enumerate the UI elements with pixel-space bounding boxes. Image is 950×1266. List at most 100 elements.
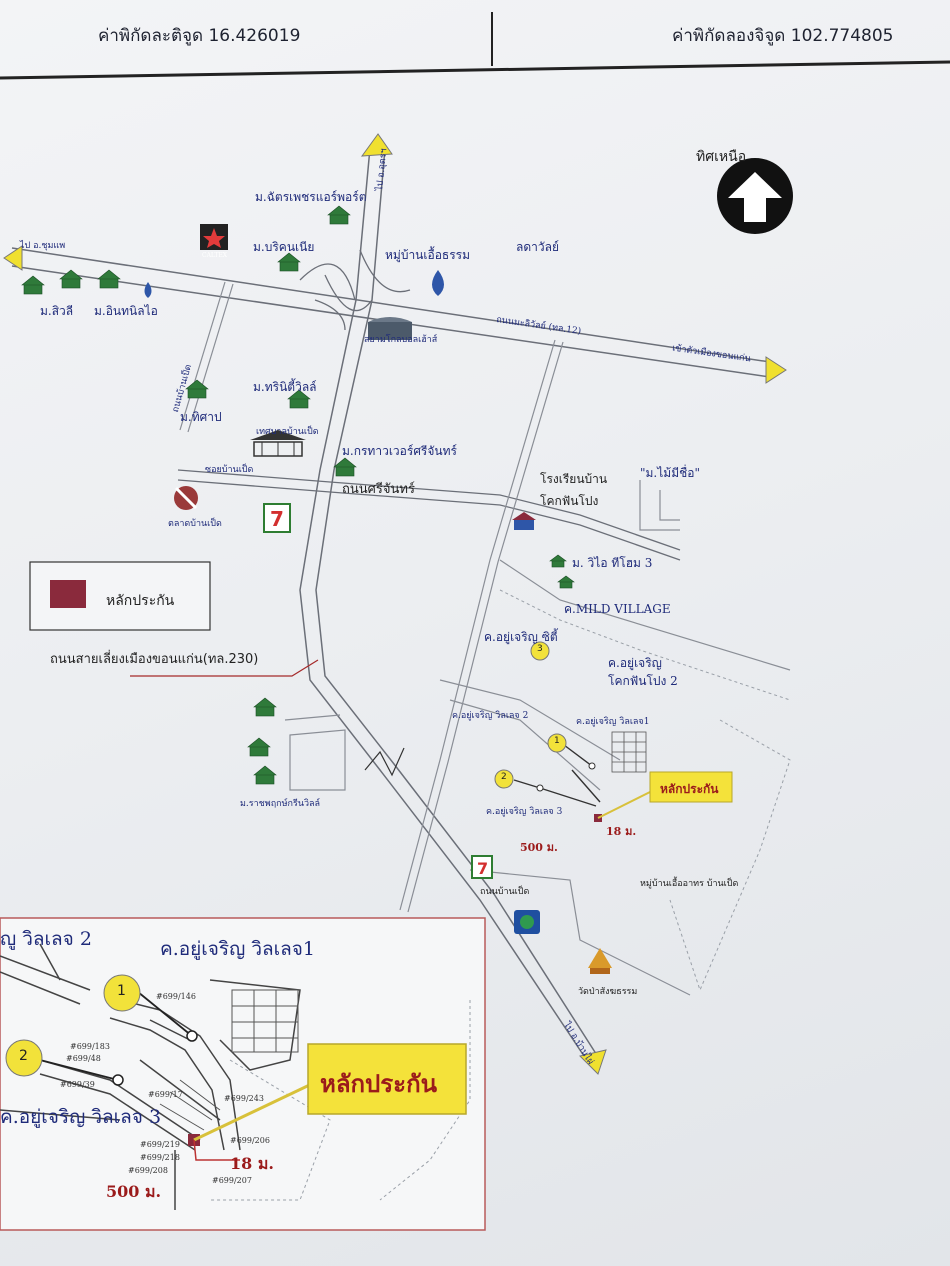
label-m-trinity: ม.ทรินิตี้วิลล์ <box>253 380 317 394</box>
label-mild-village: ค.MILD VILLAGE <box>564 602 671 616</box>
inset-callout-pointer <box>193 1078 321 1142</box>
inset-marker-2-label: 2 <box>19 1048 28 1064</box>
label-school: โรงเรียนบ้าน <box>540 472 608 486</box>
latitude-label: ค่าพิกัดละติจูด 16.426019 <box>98 26 301 46</box>
map-markers <box>494 641 567 789</box>
bypass-leader-line <box>130 659 319 677</box>
inset-lot-218: #699/218 <box>140 1153 180 1162</box>
inset-lot-183: #699/183 <box>70 1042 110 1051</box>
label-ayucharoen-kok-2: โคกฟันโปง 2 <box>608 674 678 688</box>
marker-2-label: 2 <box>501 772 507 782</box>
label-ayucharoen-city: ค.อยู่เจริญ ซิตี้ <box>484 630 558 644</box>
inset-distance-500: 500 ม. <box>106 1182 162 1201</box>
longitude-label: ค่าพิกัดลองจิจูด 102.774805 <box>672 26 894 46</box>
municipality-icon <box>250 430 306 457</box>
inset-distance-18: 18 ม. <box>230 1154 274 1173</box>
inset-lot-206: #699/206 <box>230 1136 270 1145</box>
label-to-chumphae: ไป อ.ชุมแพ <box>20 241 66 251</box>
svg-text:7: 7 <box>270 507 284 531</box>
label-tessaban: เทศบาลบ้านเป็ด <box>256 427 319 437</box>
marker-3-label: 3 <box>537 644 543 654</box>
label-m-borikhannia: ม.บริคนเนีย <box>253 240 315 254</box>
label-m-greenwood: ม.กรทาวเวอร์ศรีจันทร์ <box>342 444 457 458</box>
road-sichan <box>177 469 681 561</box>
inset-lot-146: #699/146 <box>156 992 196 1001</box>
inset-label-v1: ค.อยู่เจริญ วิลเลจ1 <box>160 938 316 960</box>
caltex-icon <box>200 224 228 250</box>
label-m-chatpetch: ม.ฉัตรเพชรแอร์พอร์ต <box>255 190 367 204</box>
distance-18-label: 18 ม. <box>606 825 637 838</box>
north-arrow-icon <box>717 158 793 234</box>
seven-eleven-icon: 7 7 <box>263 503 493 879</box>
arrow-east <box>765 356 787 384</box>
point-1-dot <box>588 762 596 770</box>
label-m-lada: ลดาวัลย์ <box>516 240 560 254</box>
inset-callout-box <box>307 1043 467 1115</box>
label-road-sichan: ถนนศรีจันทร์ <box>342 482 415 497</box>
inset-lot-48: #699/48 <box>66 1054 101 1063</box>
inset-lot-219: #699/219 <box>140 1140 180 1149</box>
label-moo-ban-kok: หมู่บ้านเอื้ออาทร บ้านเป็ด <box>640 879 739 889</box>
inset-marker-1 <box>103 974 141 1012</box>
secondary-roads <box>179 281 791 996</box>
arrow-west <box>3 245 23 271</box>
inset-lot-39: #699/39 <box>60 1080 95 1089</box>
legend-label: หลักประกัน <box>106 593 175 609</box>
label-ayucharoen-v3: ค.อยู่เจริญ วิลเลจ 3 <box>486 807 563 817</box>
inset-point-2 <box>112 1074 124 1086</box>
compass-label: ทิศเหนือ <box>696 149 747 165</box>
label-wat: วัดป่าสังฆธรรม <box>578 987 638 997</box>
label-pond: ถนนบ้านเป็ด <box>480 887 530 897</box>
inset-lot-207: #699/207 <box>212 1176 252 1185</box>
inset-building-grid <box>159 989 299 1131</box>
label-road-bypass: ถนนสายเลี่ยงเมืองขอนแก่น(ทล.230) <box>50 652 259 667</box>
label-m-mai-mee: "ม.ไม้มีชื่อ" <box>640 466 700 480</box>
inset-marker-1-label: 1 <box>117 983 126 999</box>
label-caltex: CALTEX <box>202 252 228 259</box>
label-m-nuengtham: หมู่บ้านเอื้อธรรม <box>385 248 471 262</box>
ptt-station-icon <box>514 910 540 934</box>
inset-label-v3: ค.อยู่เจริญ วิลเลจ 3 <box>0 1106 162 1128</box>
fuel-drop-icon <box>144 270 444 298</box>
restricted-area-icon <box>174 486 198 510</box>
interchange <box>299 249 411 331</box>
callout-pointer <box>597 789 655 819</box>
inset-point-1 <box>186 1030 198 1042</box>
svg-text:7: 7 <box>477 859 488 878</box>
label-m-siwadee: ม.สิวลี <box>40 304 74 318</box>
inset-callout-label: หลักประกัน <box>320 1069 438 1098</box>
building-blocks <box>611 731 647 773</box>
point-2-dot <box>536 784 544 792</box>
warehouse-icon <box>368 317 412 340</box>
inset-dashed-boundary <box>210 1000 471 1201</box>
label-ayucharoen-v1: ค.อยู่เจริญ วิลเลจ1 <box>576 717 650 727</box>
inset-roads <box>0 943 301 1210</box>
label-ayucharoen-v2: ค.อยู่เจริญ วิลเลจ 2 <box>452 711 529 721</box>
collateral-callout-box <box>649 771 733 803</box>
temple-icon <box>588 948 612 974</box>
label-m-inthanin: ม.อินทนิลไอ <box>94 304 158 318</box>
inset-distance-line <box>193 1139 240 1161</box>
label-ban-pet-market: ตลาดบ้านเป็ด <box>168 519 222 529</box>
label-ban-pet-lane: ซอยบ้านเป็ด <box>205 465 254 475</box>
label-m-ratchaphruek: ม.ราชพฤกษ์กรีนวิลล์ <box>240 799 321 809</box>
label-m-vila: ม. วิไอ ทีโฮม 3 <box>572 556 653 570</box>
inset-marker-2 <box>5 1039 43 1077</box>
village-icons <box>21 205 575 785</box>
distance-500-label: 500 ม. <box>520 841 558 854</box>
road-break-symbol <box>364 747 405 777</box>
arrow-south <box>579 1049 607 1075</box>
inset-lot-208: #699/208 <box>128 1166 168 1175</box>
inset-lot-243: #699/243 <box>224 1094 264 1103</box>
marker-1-label: 1 <box>554 736 560 746</box>
callout-label: หลักประกัน <box>660 782 719 796</box>
inset-label-v2: ญู วิลเลจ 2 <box>0 928 92 950</box>
legend-swatch <box>50 580 86 608</box>
inset-marker-lines <box>39 991 193 1081</box>
header-divider <box>0 60 950 80</box>
school-icon <box>512 512 536 530</box>
label-school-2: โคกฟันโปง <box>540 494 599 508</box>
arrow-north <box>360 133 393 157</box>
